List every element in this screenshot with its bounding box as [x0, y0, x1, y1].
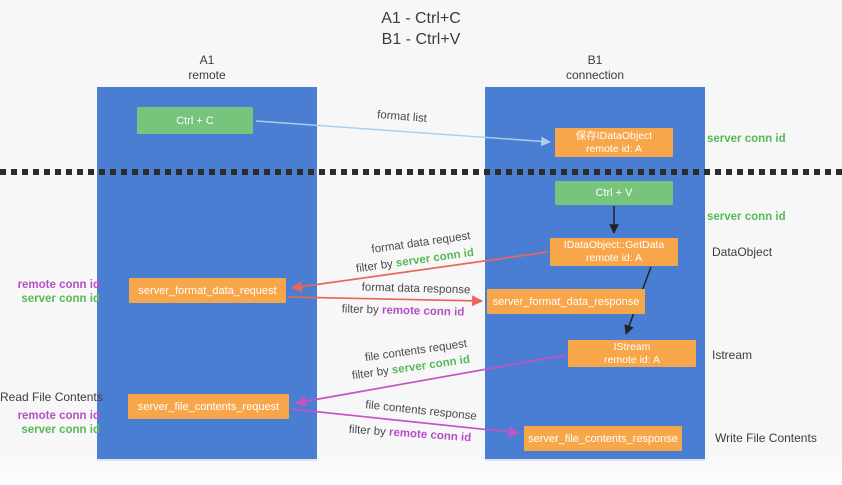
node-server-format-data-request-label: server_format_data_request [138, 284, 277, 297]
node-getdata-line1: IDataObject::GetData [563, 239, 665, 251]
node-getdata-line2: remote id: A [585, 252, 643, 264]
node-server-format-data-request: server_format_data_request [129, 278, 286, 303]
lifeline-a1-name: A1 [199, 53, 215, 67]
node-server-file-contents-response: server_file_contents_response [524, 426, 682, 451]
arrow-format-data-response [287, 295, 484, 307]
title-line-1: A1 - Ctrl+C [381, 10, 461, 27]
node-istream: IStream remote id: A [568, 340, 696, 367]
remote-conn-id-label: remote conn id [17, 279, 100, 291]
node-ctrl-c: Ctrl + C [137, 107, 253, 134]
lifeline-b1-subtitle: connection [565, 68, 625, 82]
remote-conn-id-label: remote conn id [17, 410, 100, 422]
node-ctrl-v: Ctrl + V [555, 181, 673, 205]
label-server-conn-id-mid: server conn id [707, 211, 786, 223]
label-server-conn-id-top: server conn id [707, 133, 786, 145]
node-istream-line2: remote id: A [603, 353, 661, 366]
node-save-dataobject: 保存IDataObject remote id: A [555, 128, 673, 157]
node-save-dataobject-line2: remote id: A [585, 142, 643, 155]
node-server-format-data-response-label: server_format_data_response [492, 295, 640, 308]
diagram-title: A1 - Ctrl+C B1 - Ctrl+V [0, 8, 842, 50]
lifeline-header-b1: B1 connection [485, 53, 705, 83]
node-ctrl-c-label: Ctrl + C [176, 114, 214, 127]
label-conn-id-pair-1: remote conn id server conn id [0, 278, 100, 306]
label-write-file-contents: Write File Contents [715, 431, 817, 445]
label-conn-id-pair-2: remote conn id server conn id [0, 409, 100, 437]
node-istream-line1: IStream [613, 340, 651, 353]
remote-conn-id-text: remote conn id [381, 304, 465, 319]
filter-by-text: filter by [341, 303, 383, 317]
arrow-format-list [255, 120, 551, 147]
lifeline-a1-subtitle: remote [188, 68, 226, 82]
node-server-file-contents-response-label: server_file_contents_response [528, 432, 678, 445]
arrow-file-contents-response [290, 408, 521, 438]
node-getdata: IDataObject::GetData remote id: A [550, 238, 678, 266]
arrow-format-data-request [290, 251, 549, 293]
server-conn-id-label: server conn id [21, 293, 100, 305]
title-line-2: B1 - Ctrl+V [381, 31, 461, 48]
server-conn-id-label: server conn id [21, 424, 100, 436]
lifeline-b1-name: B1 [587, 53, 603, 67]
node-save-dataobject-line1: 保存IDataObject [575, 129, 653, 142]
phase-separator-dotted-line [0, 169, 842, 175]
node-ctrl-v-label: Ctrl + V [595, 187, 633, 199]
label-read-file-contents: Read File Contents [0, 390, 103, 404]
lifeline-header-a1: A1 remote [97, 53, 317, 83]
node-server-file-contents-request-label: server_file_contents_request [137, 400, 280, 413]
node-server-file-contents-request: server_file_contents_request [128, 394, 289, 419]
node-server-format-data-response: server_format_data_response [487, 289, 645, 314]
label-istream: Istream [712, 348, 753, 362]
arrow-file-contents-request [294, 354, 567, 407]
label-dataobject: DataObject [712, 245, 773, 259]
